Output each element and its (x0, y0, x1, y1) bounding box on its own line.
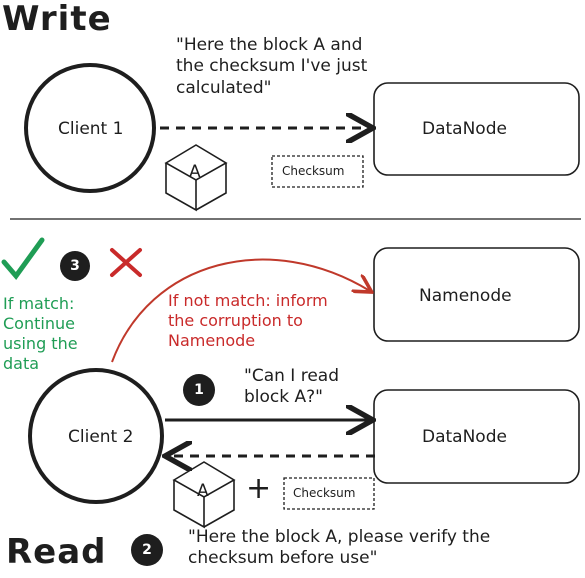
check-icon (1, 237, 45, 281)
read-block-label: A (197, 481, 209, 501)
corruption-report-arrow (111, 258, 370, 363)
cross-icon (110, 248, 142, 277)
read-checksum-label: Checksum (293, 486, 356, 500)
read-checksum-box (283, 477, 375, 510)
not-match-text: If not match: inform the corruption to N… (168, 291, 328, 350)
read-datanode-box (373, 389, 580, 484)
write-datanode-label: DataNode (422, 119, 507, 139)
write-block-label: A (189, 162, 201, 182)
client2-node (28, 368, 164, 504)
write-quote: "Here the block A and the checksum I've … (176, 35, 368, 98)
plus-sign: + (246, 471, 272, 506)
write-title: Write (2, 0, 112, 39)
step1-badge (183, 374, 215, 406)
step1-number: 1 (194, 382, 204, 398)
match-text: If match: Continue using the data (3, 294, 78, 373)
step3-number: 3 (70, 258, 80, 274)
read-block-cube-icon (172, 461, 236, 529)
read-title: Read (6, 532, 107, 572)
client1-node (24, 63, 156, 193)
client1-label: Client 1 (58, 119, 124, 139)
write-checksum-box (271, 155, 364, 188)
write-checksum-label: Checksum (282, 164, 345, 178)
step2-text: "Here the block A, please verify the che… (188, 527, 491, 569)
step2-number: 2 (142, 542, 152, 558)
step2-badge (131, 534, 163, 566)
write-block-cube-icon (164, 144, 228, 212)
namenode-box (373, 247, 580, 342)
namenode-label: Namenode (419, 286, 512, 306)
step3-badge (60, 251, 90, 281)
read-datanode-label: DataNode (422, 427, 507, 447)
step1-text: "Can I read block A?" (244, 366, 339, 408)
client2-label: Client 2 (68, 427, 134, 447)
